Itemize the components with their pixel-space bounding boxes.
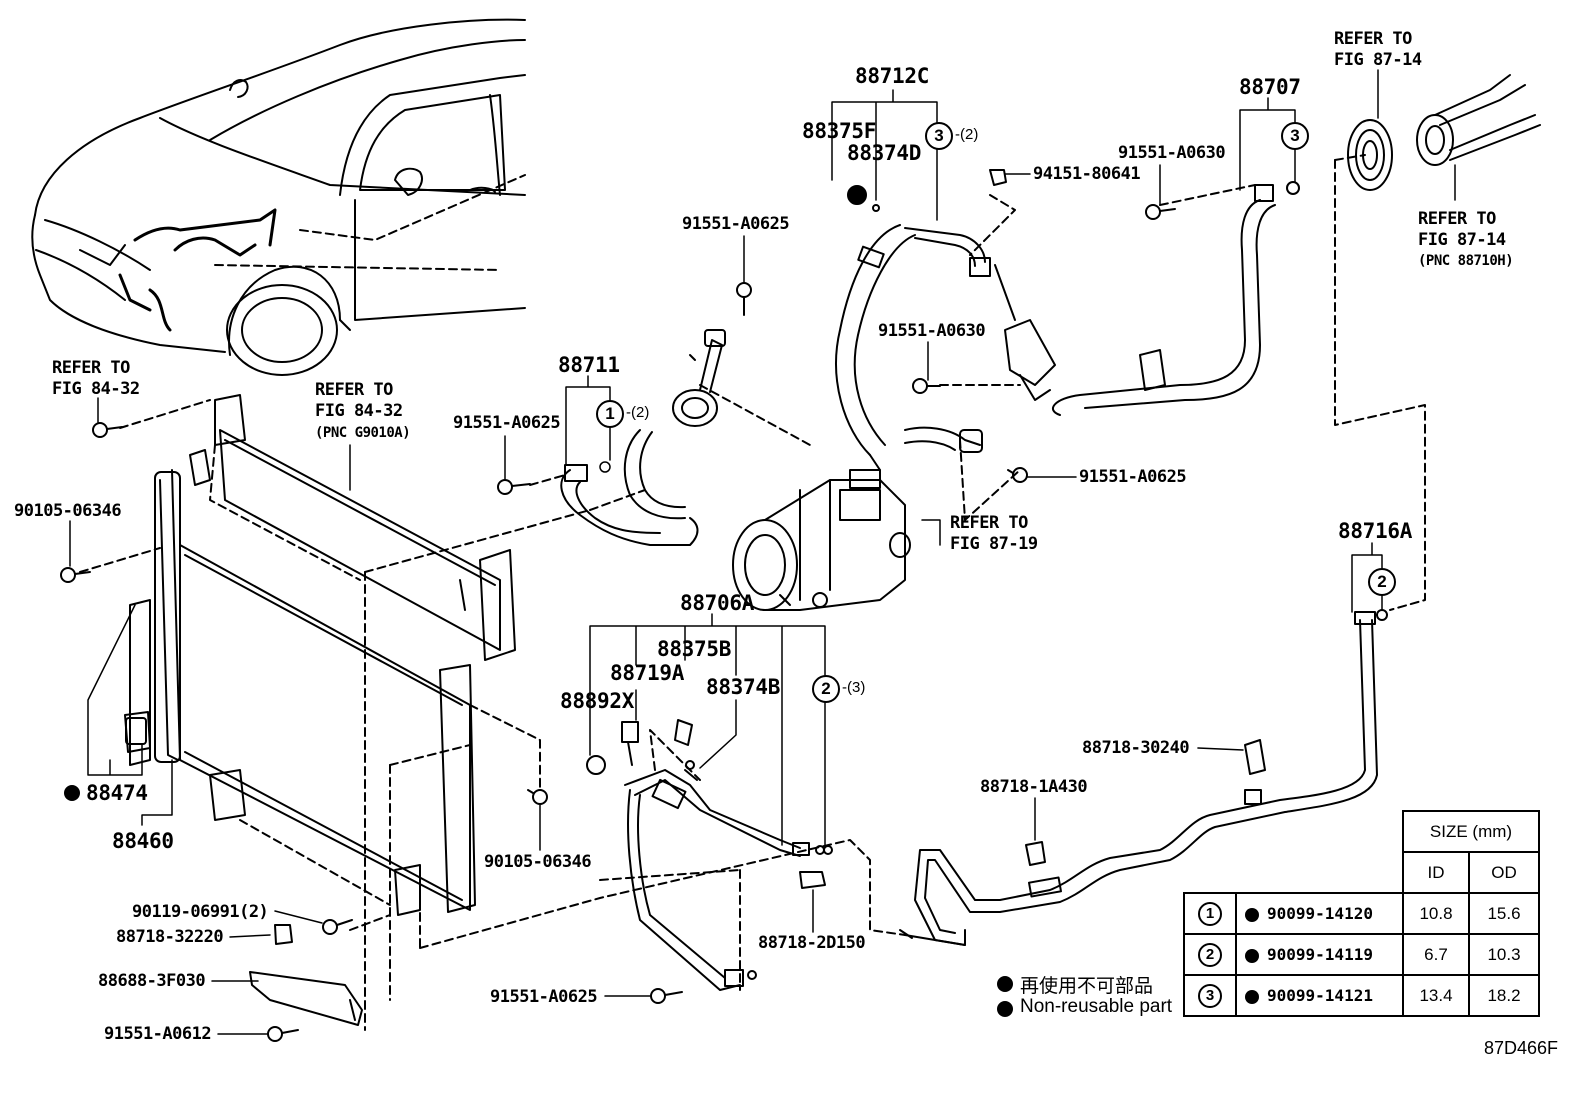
refer-fig-84-32-left-line1: REFER TO [52,358,130,378]
callout-88712c: 3 [925,122,953,150]
callout-88706a: 2 [812,675,840,703]
size-row-2-od: 10.3 [1468,933,1540,976]
leader-lines [69,69,1456,1035]
size-row-3-id: 13.4 [1402,974,1470,1017]
table-row: 2 90099-14119 6.7 10.3 [1183,933,1540,976]
bolt-90105-mid [527,789,548,805]
legend-dot-en [997,1001,1013,1017]
bolt-90119 [322,919,353,935]
size-row-1-part: 90099-14120 [1267,904,1373,923]
refer-fig-87-19-line1: REFER TO [950,513,1028,533]
size-row-3-num: 3 [1198,983,1222,1008]
discharge-pipe [1052,184,1276,416]
size-row-2-num: 2 [1198,942,1222,967]
label-88374b: 88374B [706,675,781,699]
label-91551-a0612: 91551-A0612 [104,1024,212,1044]
callout-88712c-qty: -(2) [955,126,979,143]
label-88718-30240: 88718-30240 [1082,738,1190,758]
size-row-2-id: 6.7 [1402,933,1470,976]
label-88460: 88460 [112,829,174,853]
size-row-1-od: 15.6 [1468,892,1540,935]
label-88711: 88711 [558,353,620,377]
callout-88711: 1 [596,400,624,428]
table-row: 3 90099-14121 13.4 18.2 [1183,974,1540,1017]
liquid-pipe-88716a [899,609,1388,946]
label-88718-2d150: 88718-2D150 [758,933,866,953]
label-88375f: 88375F [802,119,877,143]
size-row-3-od: 18.2 [1468,974,1540,1017]
legend-english: Non-reusable part [1020,996,1173,1017]
callout-88707: 3 [1281,122,1309,150]
bolt-91551-a0630-top [1145,204,1176,220]
label-88718-1a430: 88718-1A430 [980,777,1088,797]
label-88688-3f030: 88688-3F030 [98,971,206,991]
label-88718-32220: 88718-32220 [116,927,224,947]
size-row-1-id: 10.8 [1402,892,1470,935]
refer-fig-84-32-left-line2: FIG 84-32 [52,379,140,399]
bolt-90105-left [60,567,91,583]
label-88474: 88474 [86,781,148,805]
label-91551-a0625-bottom: 91551-A0625 [490,987,598,1007]
label-88892x: 88892X [560,689,635,713]
label-91551-a0625-right: 91551-A0625 [1079,467,1187,487]
size-row-1-num: 1 [1198,901,1222,926]
refer-fig-87-14-a-line2: FIG 87-14 [1334,50,1422,70]
label-91551-a0625-left: 91551-A0625 [453,413,561,433]
refer-fig-84-32-mid-line2: FIG 84-32 [315,401,403,421]
label-91551-a0625-top: 91551-A0625 [682,214,790,234]
bolt-91551-a0625-top [736,282,752,316]
label-91551-a0630-mid: 91551-A0630 [878,321,986,341]
small-parts [60,169,1266,1042]
refer-fig-84-32-mid-line1: REFER TO [315,380,393,400]
condenser [124,394,516,916]
label-90105-06346-mid: 90105-06346 [484,852,592,872]
size-table-col-od: OD [1468,851,1540,894]
non-reusable-marker-88474 [64,785,80,801]
refer-fig-87-19-line2: FIG 87-19 [950,534,1038,554]
oring-size-table: SIZE (mm) ID OD 1 90099-14120 10.8 15.6 … [1183,810,1540,1017]
label-94151-80641: 94151-80641 [1033,164,1141,184]
size-table-title: SIZE (mm) [1402,810,1540,853]
legend-japanese: 再使用不可部品 [1020,976,1154,997]
label-88374d: 88374D [847,141,922,165]
suction-hose [835,224,1056,456]
label-88707: 88707 [1239,75,1301,99]
refer-fig-84-32-mid-line3: (PNC G9010A) [315,425,411,441]
table-row: 1 90099-14120 10.8 15.6 [1183,892,1540,935]
bolt-91551-a0612 [267,1026,299,1042]
label-88706a: 88706A [680,591,755,615]
label-90105-06346-left: 90105-06346 [14,501,122,521]
callout-88706a-qty: -(3) [842,679,866,696]
figure-code: 87D466F [1484,1038,1559,1058]
refer-fig-87-14-b-line3: (PNC 88710H) [1418,253,1514,269]
refer-fig-87-14-a-line1: REFER TO [1334,29,1412,49]
size-table-col-id: ID [1402,851,1470,894]
size-row-3-part: 90099-14121 [1267,986,1373,1005]
label-88716a: 88716A [1338,519,1413,543]
liquid-line-88706a [624,769,833,991]
liquid-hose-88711 [560,329,726,546]
label-88712c: 88712C [855,64,930,88]
bolt-91551-a0625-bot [650,988,683,1004]
size-row-2-part: 90099-14119 [1267,945,1373,964]
compressor [732,426,983,611]
label-88375b: 88375B [657,637,732,661]
expansion-valve-fittings [1286,74,1541,195]
callout-88716a: 2 [1368,568,1396,596]
label-88719a: 88719A [610,661,685,685]
bolt-91551-a0625-right [1007,467,1028,483]
car-outline [31,18,526,376]
refer-fig-87-14-b-line1: REFER TO [1418,209,1496,229]
callout-88711-qty: -(2) [626,404,650,421]
label-91551-a0630-top: 91551-A0630 [1118,143,1226,163]
refer-fig-87-14-b-line2: FIG 87-14 [1418,230,1506,250]
legend-dot-jp [997,976,1013,992]
bolt-refer-fig-84-32 [92,422,123,438]
bolt-91551-a0625-left [497,479,531,495]
bolt-91551-a0630-mid [912,378,941,394]
label-90119-06991: 90119-06991(2) [132,902,269,922]
